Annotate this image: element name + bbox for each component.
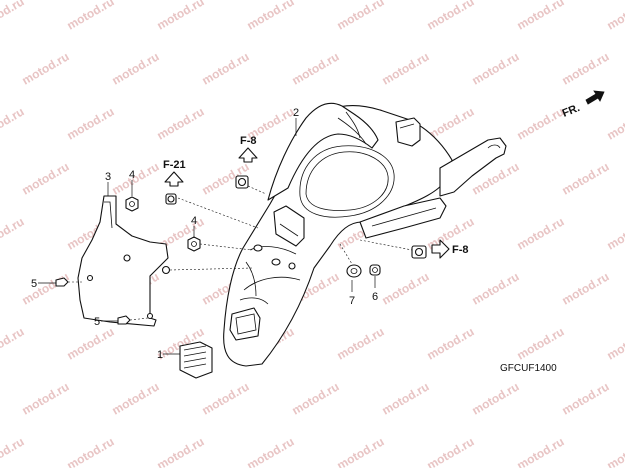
callout-7: 7 <box>349 295 355 307</box>
ref-f21: F-21 <box>163 159 186 171</box>
watermark-text: motod.ru <box>515 434 567 468</box>
watermark-text: motod.ru <box>605 104 625 142</box>
watermark-text: motod.ru <box>155 104 207 142</box>
watermark-text: motod.ru <box>110 49 162 87</box>
watermark-text: motod.ru <box>425 0 477 33</box>
watermark-text: motod.ru <box>65 434 117 468</box>
watermark-text: motod.ru <box>605 0 625 33</box>
f8-right-arrow-icon <box>431 239 450 259</box>
watermark-text: motod.ru <box>0 434 27 468</box>
watermark-text: motod.ru <box>245 0 297 33</box>
watermark-text: motod.ru <box>20 269 72 307</box>
license-bracket <box>77 195 169 327</box>
callout-4-lower: 4 <box>191 215 197 227</box>
callout-4-upper: 4 <box>129 169 135 181</box>
bolt-f8-top <box>235 175 249 189</box>
nut-4-upper <box>125 196 139 212</box>
watermark-text: motod.ru <box>470 379 522 417</box>
watermark-text: motod.ru <box>20 379 72 417</box>
watermark-text: motod.ru <box>605 214 625 252</box>
watermark-text: motod.ru <box>380 379 432 417</box>
watermark-text: motod.ru <box>605 324 625 362</box>
watermark-text: motod.ru <box>335 0 387 33</box>
watermark-text: motod.ru <box>515 214 567 252</box>
watermark-text: motod.ru <box>560 49 612 87</box>
front-indicator-label: FR. <box>561 102 582 120</box>
nut-4-lower <box>187 236 201 252</box>
watermark-text: motod.ru <box>245 434 297 468</box>
ref-f8-right: F-8 <box>452 244 469 256</box>
bolt-f8-right <box>411 245 427 259</box>
watermark-text: motod.ru <box>380 269 432 307</box>
watermark-text: motod.ru <box>0 0 27 33</box>
watermark-text: motod.ru <box>470 49 522 87</box>
f8-top-arrow-icon <box>238 147 258 163</box>
watermark-text: motod.ru <box>290 379 342 417</box>
watermark-text: motod.ru <box>0 324 27 362</box>
watermark-text: motod.ru <box>155 434 207 468</box>
watermark-text: motod.ru <box>380 49 432 87</box>
watermark-text: motod.ru <box>155 0 207 33</box>
callout-3: 3 <box>105 171 111 183</box>
watermark-text: motod.ru <box>65 104 117 142</box>
watermark-text: motod.ru <box>20 49 72 87</box>
watermark-text: motod.ru <box>0 104 27 142</box>
callout-1: 1 <box>157 349 163 361</box>
diagram-code: GFCUF1400 <box>500 363 557 374</box>
callout-5-upper: 5 <box>31 278 37 290</box>
screw-f21 <box>165 193 177 205</box>
watermark-text: motod.ru <box>0 214 27 252</box>
rear-fender <box>223 102 507 367</box>
ref-f8-top: F-8 <box>240 135 257 147</box>
watermark-text: motod.ru <box>560 159 612 197</box>
plate-mount-bolt <box>161 265 171 275</box>
watermark-text: motod.ru <box>335 324 387 362</box>
watermark-text: motod.ru <box>65 0 117 33</box>
leader-lines <box>38 118 376 355</box>
callout-2: 2 <box>293 107 299 119</box>
watermark-text: motod.ru <box>470 269 522 307</box>
watermark-text: motod.ru <box>515 104 567 142</box>
screw-6 <box>369 264 381 276</box>
watermark-text: motod.ru <box>20 159 72 197</box>
watermark-text: motod.ru <box>425 434 477 468</box>
bolt-5-upper <box>55 277 69 287</box>
watermark-text: motod.ru <box>560 379 612 417</box>
callout-5-lower: 5 <box>94 316 100 328</box>
collar-7 <box>346 264 362 278</box>
watermark-text: motod.ru <box>65 324 117 362</box>
watermark-text: motod.ru <box>515 0 567 33</box>
watermark-text: motod.ru <box>290 49 342 87</box>
watermark-text: motod.ru <box>560 269 612 307</box>
watermark-text: motod.ru <box>425 324 477 362</box>
assembly-lines <box>68 185 413 321</box>
front-arrow-icon <box>585 90 605 105</box>
watermark-text: motod.ru <box>335 434 387 468</box>
license-lamp <box>179 341 213 379</box>
f21-arrow-icon <box>164 171 184 187</box>
watermark-text: motod.ru <box>605 434 625 468</box>
watermark-text: motod.ru <box>110 379 162 417</box>
callout-6: 6 <box>372 291 378 303</box>
watermark-text: motod.ru <box>515 324 567 362</box>
watermark-text: motod.ru <box>200 379 252 417</box>
watermark-text: motod.ru <box>200 49 252 87</box>
bolt-5-lower <box>117 315 131 325</box>
watermark-text: motod.ru <box>110 159 162 197</box>
